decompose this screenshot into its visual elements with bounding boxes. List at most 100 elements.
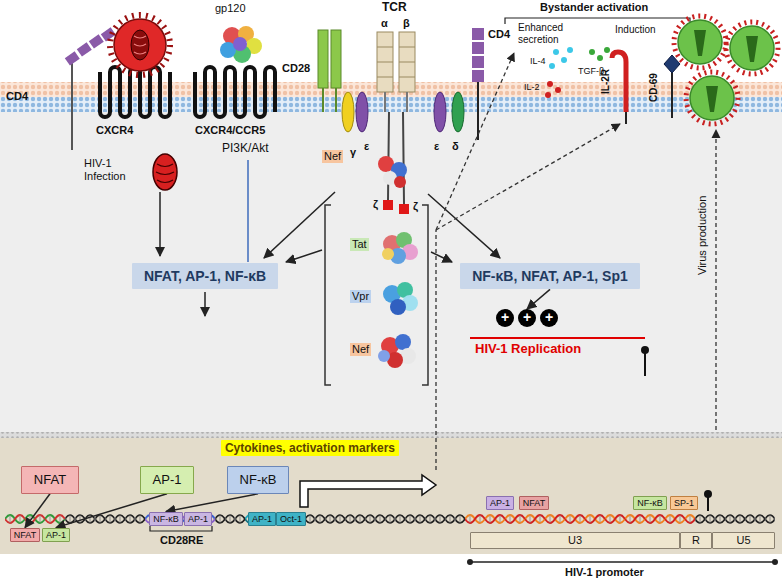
signal-arrows: [428, 194, 500, 258]
tat-protein: [382, 248, 394, 260]
nef-protein: [378, 156, 407, 188]
chain-label: β: [403, 17, 410, 30]
cell-membrane: [0, 97, 782, 112]
binding-site-box: NFAT: [10, 528, 40, 543]
ltr-region-box: U3: [470, 532, 680, 549]
tat-protein: [382, 232, 418, 264]
cd4-receptor: [89, 34, 104, 48]
cd4-receptor: [472, 28, 484, 140]
node-text: AP-1: [46, 530, 66, 541]
signal-arrows: [431, 252, 452, 262]
process-label: HIV-1 Infection: [84, 157, 134, 182]
node-text: AP-1: [252, 514, 272, 525]
pi3k-line: [247, 160, 249, 262]
hiv-virion: [110, 15, 170, 75]
dashed-arrows: [436, 124, 620, 230]
cd4-receptor: [472, 70, 484, 82]
node-text: +: [496, 309, 514, 325]
cd4-receptor: [472, 42, 484, 54]
signal-arrows: [204, 292, 206, 316]
replication-line: [470, 337, 645, 339]
cd28-receptor: [335, 88, 337, 112]
signal-arrows: [160, 192, 500, 316]
promoter-line: [772, 559, 778, 565]
cytokine-dots: [547, 81, 553, 87]
binding-site-box: SP-1: [670, 496, 698, 511]
node-text: NF-κB: [637, 498, 663, 509]
binding-site-box: AP-1: [248, 512, 276, 527]
node-text: NF-κB, NFAT, AP-1, Sp1: [472, 268, 628, 285]
node-text: SP-1: [674, 498, 694, 509]
replication-line: [470, 338, 649, 376]
viral-protein-bracket: [422, 205, 428, 385]
factor-box: AP-1: [140, 466, 195, 494]
receptor-label: CD28: [282, 62, 310, 75]
element-label: CD28RE: [160, 534, 203, 547]
cd4-receptor: [71, 60, 73, 150]
node-text: NFAT: [14, 530, 36, 541]
activation-circle: +: [518, 309, 536, 327]
viral-protein-bracket: [325, 205, 331, 385]
binding-site-box: AP-1: [42, 528, 70, 543]
cd4-receptor: [77, 42, 92, 56]
cd3-chains: [434, 92, 446, 132]
transcription-arrow: [300, 475, 436, 507]
node-text: NFAT: [34, 472, 66, 488]
protein-label: Nef: [350, 343, 371, 356]
cd3-chains: [383, 200, 393, 210]
cd28-receptor: [318, 30, 341, 112]
process-label: Enhanced secretion: [518, 22, 570, 45]
receptor-label: CD4: [488, 28, 510, 41]
nuclear-envelope: [0, 432, 782, 438]
node-text: +: [518, 309, 536, 325]
ltr-region-box: U5: [712, 532, 775, 549]
nucleus: [0, 438, 782, 554]
hiv-virion: [678, 20, 722, 64]
cd4-receptor: [472, 56, 484, 68]
connector-arrow: [166, 494, 258, 512]
node-text: NF-κB: [153, 514, 179, 525]
nef-protein: [395, 334, 411, 350]
chain-label: ε: [364, 140, 369, 153]
cd69-marker: [664, 55, 680, 118]
transcription-factor-box: NF-κB, NFAT, AP-1, Sp1: [460, 263, 640, 290]
cytokine-dots: [604, 47, 610, 53]
signal-arrows: [159, 192, 161, 256]
node-text: Oct-1: [280, 514, 302, 525]
viral-protein-bracket: [325, 205, 428, 385]
cd3-chains: [342, 92, 354, 132]
hiv-virion: [706, 86, 718, 112]
node-text: Cytokines, activation markers: [225, 441, 395, 455]
cytokine-dots: [589, 49, 595, 55]
node-text: AP-1: [490, 498, 510, 509]
signal-arrows: [286, 250, 322, 262]
hiv-virion: [690, 76, 734, 120]
promoter-line: [470, 561, 775, 563]
chain-label: ζ: [373, 198, 378, 211]
receptor-label: TCR: [382, 1, 407, 15]
gp120-protein: [220, 26, 262, 63]
promoter-line: [467, 559, 473, 565]
dashed-arrows: [715, 130, 716, 430]
node-text: R: [681, 533, 711, 548]
dna-helix: [245, 511, 305, 527]
nuclear-envelope: [0, 432, 782, 438]
vpr-protein: [390, 299, 406, 315]
tata-marker: [704, 490, 712, 498]
cell-membrane: [0, 97, 782, 112]
node-text: NFAT: [523, 498, 545, 509]
cytokine-dots: [597, 55, 603, 61]
activation-circle: +: [496, 309, 514, 327]
binding-site-box: NF-κB: [633, 496, 667, 511]
cytokine-label: IL-2: [524, 82, 540, 92]
dna-helix: [305, 511, 465, 527]
protein-label: Nef: [322, 150, 343, 163]
node-text: U5: [713, 533, 774, 548]
cd28-receptor: [318, 30, 328, 88]
binding-site-box: NFAT: [519, 496, 549, 511]
node-text: AP-1: [188, 514, 208, 525]
cd28-receptor: [322, 88, 324, 112]
cd3-chains: [452, 92, 464, 132]
node-text: NF-κB: [240, 472, 277, 488]
tata-marker: [707, 497, 709, 511]
